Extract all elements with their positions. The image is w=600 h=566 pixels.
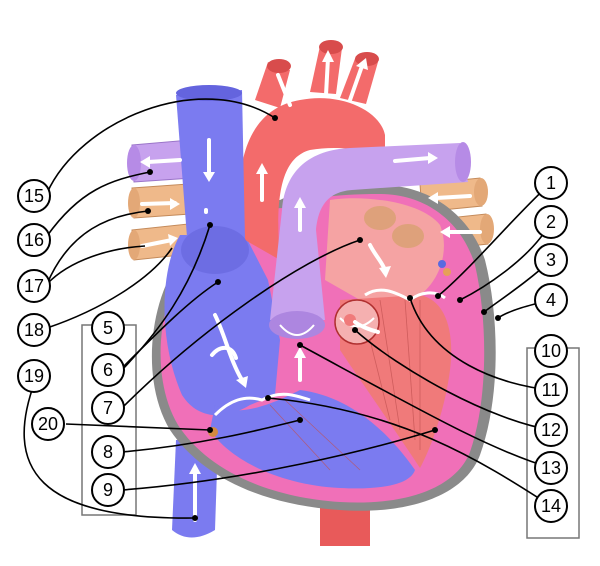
label-4: 4 xyxy=(534,283,568,317)
svg-text:2: 2 xyxy=(546,212,556,232)
svg-text:10: 10 xyxy=(541,341,561,361)
node-blue xyxy=(438,260,446,268)
leader-lines xyxy=(23,98,552,521)
svg-text:11: 11 xyxy=(542,380,561,400)
pulmonary-artery-left-end xyxy=(455,142,471,182)
svg-text:3: 3 xyxy=(546,250,556,270)
svg-text:1: 1 xyxy=(546,173,556,193)
flow-arrows xyxy=(140,50,482,522)
label-6: 6 xyxy=(91,353,125,387)
svg-text:4: 4 xyxy=(546,290,556,310)
label-13: 13 xyxy=(534,451,568,485)
svg-text:15: 15 xyxy=(24,186,44,206)
right-atrium xyxy=(164,235,280,416)
svg-text:8: 8 xyxy=(103,442,113,462)
label-5: 5 xyxy=(91,311,125,345)
svg-text:19: 19 xyxy=(24,366,44,386)
label-7: 7 xyxy=(91,391,125,425)
tricuspid-valve xyxy=(213,392,311,417)
label-1: 1 xyxy=(534,166,568,200)
node-orange xyxy=(443,268,451,276)
label-18: 18 xyxy=(17,313,51,347)
label-17: 17 xyxy=(17,269,51,303)
label-20: 20 xyxy=(31,407,65,441)
pulmonary-vein-ostium-1 xyxy=(364,206,396,230)
svg-text:5: 5 xyxy=(103,318,113,338)
svg-text:7: 7 xyxy=(103,398,113,418)
label-14: 14 xyxy=(534,489,568,523)
right-ventricle xyxy=(210,390,415,489)
pulmonary-valve xyxy=(269,311,325,339)
label-11: 11 xyxy=(534,373,568,407)
label-12: 12 xyxy=(534,413,568,447)
svg-text:9: 9 xyxy=(103,480,113,500)
pulmonary-trunk xyxy=(270,143,468,320)
label-2: 2 xyxy=(534,205,568,239)
label-9: 9 xyxy=(91,473,125,507)
svg-text:16: 16 xyxy=(24,230,44,250)
svg-text:17: 17 xyxy=(24,276,44,296)
aorta xyxy=(239,98,385,261)
label-19: 19 xyxy=(17,359,51,393)
label-8: 8 xyxy=(91,435,125,469)
pulmonary-vein-ostium-2 xyxy=(392,224,424,248)
label-16: 16 xyxy=(17,223,51,257)
left-atrium xyxy=(325,198,444,300)
svg-text:14: 14 xyxy=(541,496,561,516)
svg-text:18: 18 xyxy=(24,320,44,340)
svg-text:12: 12 xyxy=(541,420,561,440)
svg-text:13: 13 xyxy=(541,458,561,478)
label-15: 15 xyxy=(17,179,51,213)
svg-text:20: 20 xyxy=(38,414,58,434)
svg-text:6: 6 xyxy=(103,360,113,380)
label-3: 3 xyxy=(534,243,568,277)
label-10: 10 xyxy=(534,334,568,368)
